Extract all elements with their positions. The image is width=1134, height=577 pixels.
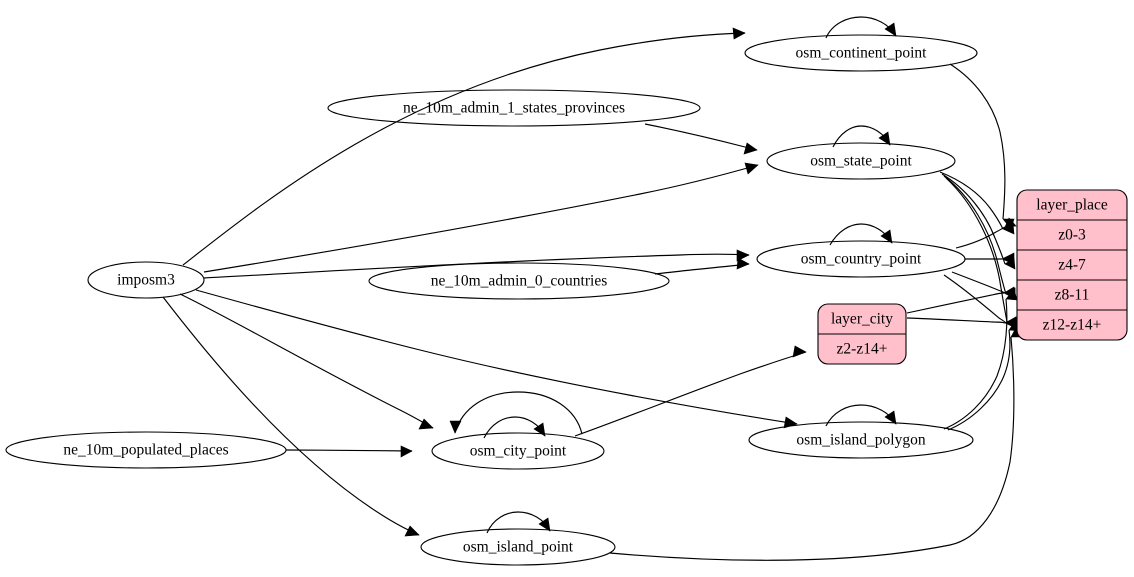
edge-ne-states-to-osm-state-point xyxy=(644,123,758,155)
edge-ne-countries-to-osm-country-point xyxy=(654,257,750,275)
edge-imposm3-to-osm-continent-point xyxy=(182,27,746,266)
edge-osm-city-point-to-layer-city-z2-z14 xyxy=(574,345,807,437)
node-label-ne-states: ne_10m_admin_1_states_provinces xyxy=(403,100,625,117)
node-label-osm-country-point: osm_country_point xyxy=(801,251,922,268)
node-label-osm-continent-point: osm_continent_point xyxy=(796,45,928,62)
edge-outer-loop-osm-city-point xyxy=(449,391,583,435)
edge-self-loop-osm-island-point xyxy=(486,511,551,534)
node-label-osm-island-point: osm_island_point xyxy=(463,539,574,556)
edge-osm-island-polygon-to-layer-place-z12-z14 xyxy=(947,319,1021,431)
edge-layer xyxy=(162,16,1023,561)
node-label-ne-countries: ne_10m_admin_0_countries xyxy=(431,273,608,290)
node-layer-place[interactable]: layer_place z0-3 z4-7 z8-11 z12-z14+ xyxy=(1016,189,1128,341)
edge-osm-continent-point-to-layer-place-z0-3 xyxy=(949,63,1015,230)
edge-self-loop-osm-country-point xyxy=(829,223,893,246)
layer-place-row-z12-z14[interactable]: z12-z14+ xyxy=(1043,317,1102,334)
edge-self-loop-osm-continent-point xyxy=(825,16,897,39)
edge-self-loop-osm-city-point xyxy=(483,416,546,439)
edge-imposm3-to-osm-country-point xyxy=(203,249,750,279)
node-label-osm-city-point: osm_city_point xyxy=(470,443,567,460)
edge-imposm3-to-osm-island-polygon xyxy=(195,289,798,429)
node-label-imposm3: imposm3 xyxy=(117,272,175,289)
edge-imposm3-to-osm-state-point xyxy=(203,162,759,273)
edge-imposm3-to-osm-city-point xyxy=(179,293,434,430)
node-osm-continent-point[interactable]: osm_continent_point xyxy=(744,34,978,72)
edge-osm-country-point-to-layer-place-z4-7 xyxy=(965,252,1015,265)
layer-place-title: layer_place xyxy=(1036,197,1108,214)
edge-imposm3-to-osm-island-point xyxy=(162,296,420,537)
node-osm-city-point[interactable]: osm_city_point xyxy=(431,432,605,470)
layer-city-row-z2-z14[interactable]: z2-z14+ xyxy=(837,341,888,358)
node-label-osm-island-polygon: osm_island_polygon xyxy=(796,432,925,449)
edge-osm-country-point-to-layer-place-z0-3 xyxy=(955,217,1017,249)
node-imposm3[interactable]: imposm3 xyxy=(87,261,205,299)
layer-place-row-z0-3[interactable]: z0-3 xyxy=(1058,227,1086,244)
node-ne-10m-admin-0-countries[interactable]: ne_10m_admin_0_countries xyxy=(368,262,670,300)
edge-ne-populated-to-osm-city-point xyxy=(285,445,413,458)
edge-osm-island-polygon-to-layer-place-z8-11 xyxy=(943,288,1018,430)
edge-osm-state-point-to-layer-place-z12-z14 xyxy=(945,177,1017,329)
node-label-ne-populated: ne_10m_populated_places xyxy=(63,442,228,459)
node-label-osm-state-point: osm_state_point xyxy=(810,153,912,170)
layer-place-row-z8-11[interactable]: z8-11 xyxy=(1055,287,1090,304)
node-osm-island-polygon[interactable]: osm_island_polygon xyxy=(748,421,974,459)
layer-place-row-z4-7[interactable]: z4-7 xyxy=(1058,257,1086,274)
edge-layer-city-to-layer-place-z8-11 xyxy=(906,286,1016,314)
node-osm-country-point[interactable]: osm_country_point xyxy=(756,240,966,278)
edge-self-loop-osm-state-point xyxy=(832,125,891,148)
edge-self-loop-osm-island-polygon xyxy=(825,404,897,427)
node-layer: imposm3 ne_10m_admin_1_states_provinces … xyxy=(5,34,978,566)
layer-city-title: layer_city xyxy=(831,311,893,328)
node-ne-10m-admin-1-states-provinces[interactable]: ne_10m_admin_1_states_provinces xyxy=(327,89,701,127)
node-osm-state-point[interactable]: osm_state_point xyxy=(766,142,956,180)
node-ne-10m-populated-places[interactable]: ne_10m_populated_places xyxy=(5,431,287,469)
node-osm-island-point[interactable]: osm_island_point xyxy=(420,528,616,566)
node-layer-city[interactable]: layer_city z2-z14+ xyxy=(817,303,907,365)
